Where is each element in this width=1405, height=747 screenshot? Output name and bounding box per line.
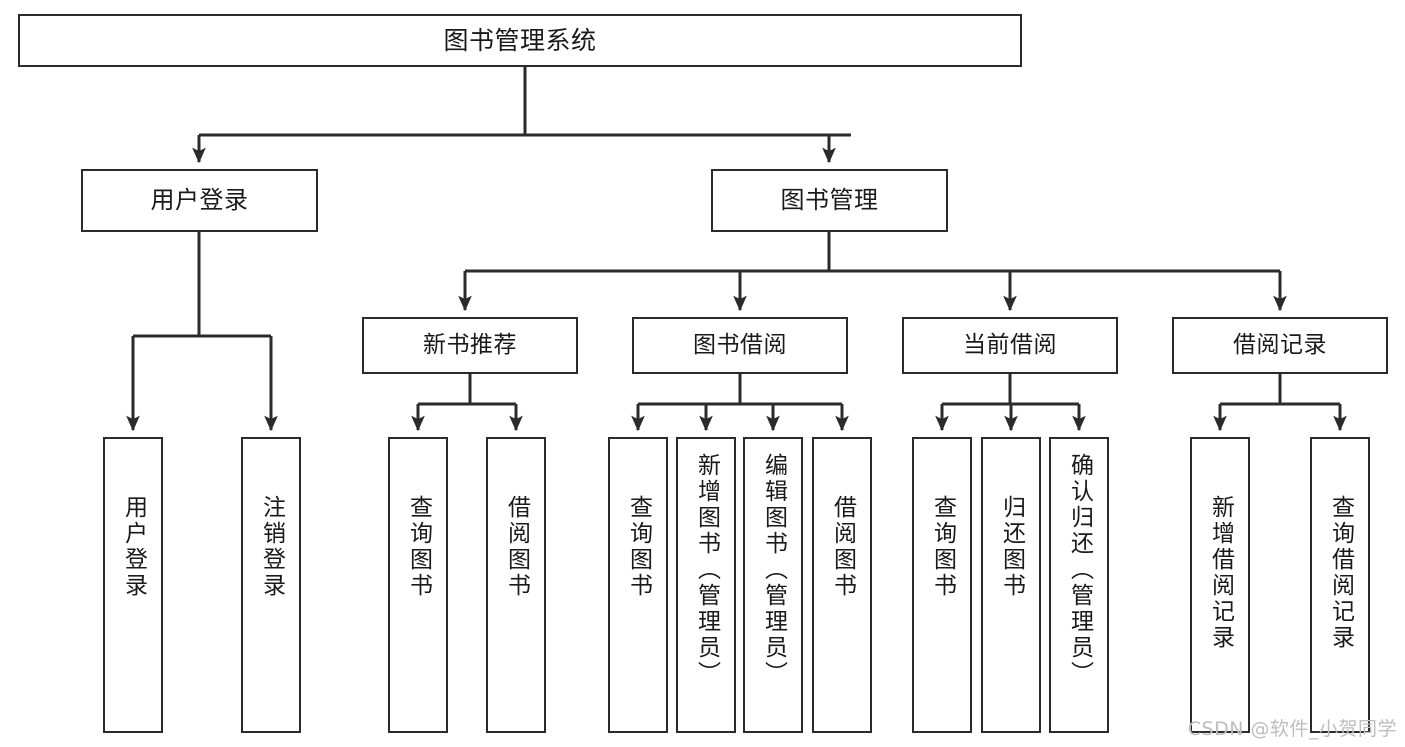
node-label: 编辑图书（管理员） [760, 453, 787, 687]
leaf-query-book-current[interactable]: 查询图书 [912, 437, 972, 733]
node-label: 图书管理系统 [443, 25, 597, 55]
node-label: 查询图书 [405, 495, 432, 599]
node-new-book-recommend[interactable]: 新书推荐 [362, 317, 578, 374]
leaf-confirm-return-admin[interactable]: 确认归还（管理员） [1049, 437, 1109, 733]
node-user-login[interactable]: 用户登录 [81, 169, 318, 232]
node-label: 图书借阅 [693, 331, 787, 358]
node-label: 归还图书 [998, 495, 1025, 599]
node-label: 新增借阅记录 [1207, 495, 1234, 651]
leaf-user-login[interactable]: 用户登录 [103, 437, 163, 733]
node-root-system[interactable]: 图书管理系统 [18, 14, 1022, 67]
leaf-return-book[interactable]: 归还图书 [981, 437, 1041, 733]
leaf-borrow-book-recommend[interactable]: 借阅图书 [486, 437, 546, 733]
node-label: 注销登录 [258, 495, 285, 599]
node-label: 借阅记录 [1233, 331, 1327, 358]
leaf-query-book-borrow[interactable]: 查询图书 [608, 437, 668, 733]
leaf-query-book-recommend[interactable]: 查询图书 [388, 437, 448, 733]
node-label: 借阅图书 [503, 495, 530, 599]
node-label: 用户登录 [150, 186, 249, 215]
node-current-borrow[interactable]: 当前借阅 [902, 317, 1118, 374]
leaf-edit-book-admin[interactable]: 编辑图书（管理员） [743, 437, 803, 733]
node-label: 查询图书 [929, 495, 956, 599]
leaf-borrow-book[interactable]: 借阅图书 [812, 437, 872, 733]
leaf-query-borrow-record[interactable]: 查询借阅记录 [1310, 437, 1370, 733]
node-label: 用户登录 [120, 495, 147, 599]
node-label: 新书推荐 [423, 331, 517, 358]
node-borrow-records[interactable]: 借阅记录 [1172, 317, 1388, 374]
node-label: 图书管理 [780, 186, 879, 215]
node-label: 查询借阅记录 [1327, 495, 1354, 651]
node-book-management[interactable]: 图书管理 [711, 169, 948, 232]
node-label: 当前借阅 [963, 331, 1057, 358]
node-book-borrow[interactable]: 图书借阅 [632, 317, 848, 374]
leaf-add-borrow-record[interactable]: 新增借阅记录 [1190, 437, 1250, 733]
watermark-text: CSDN @软件_小贺同学 [1187, 718, 1397, 740]
node-label: 新增图书（管理员） [693, 453, 720, 687]
leaf-add-book-admin[interactable]: 新增图书（管理员） [676, 437, 736, 733]
leaf-logout[interactable]: 注销登录 [241, 437, 301, 733]
node-label: 借阅图书 [829, 495, 856, 599]
node-label: 查询图书 [625, 495, 652, 599]
node-label: 确认归还（管理员） [1066, 453, 1093, 687]
